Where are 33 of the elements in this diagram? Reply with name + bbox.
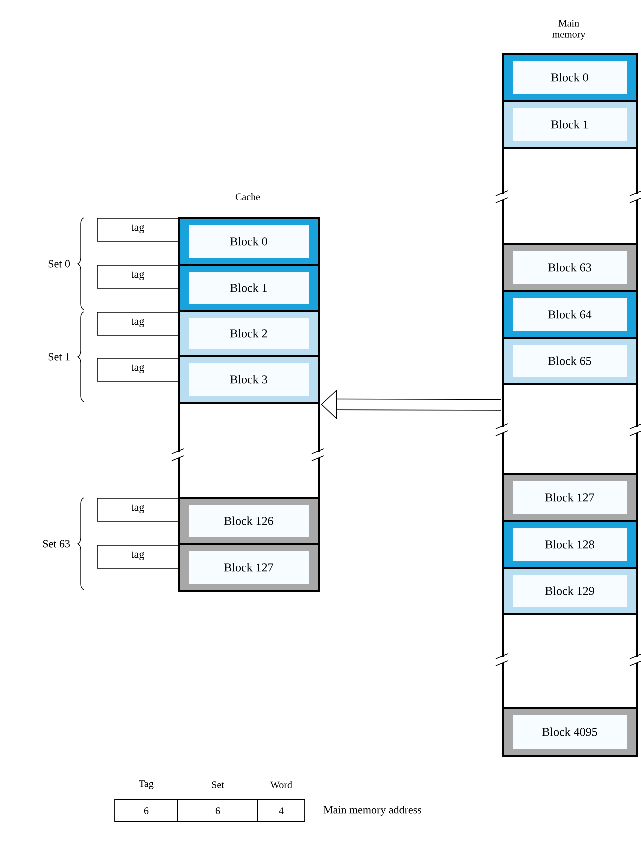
- set-label: Set 1: [48, 353, 70, 361]
- memory-block: Block 2: [178, 310, 320, 357]
- memory-block: Block 128: [502, 520, 638, 569]
- field-heading: Tag: [139, 780, 154, 790]
- table-cell: 4: [258, 800, 306, 822]
- memory-block: Block 3: [178, 355, 320, 404]
- memory-block: Block 64: [502, 290, 638, 339]
- memory-block: Block 1: [178, 264, 320, 312]
- memory-block: Block 1: [502, 100, 638, 149]
- tag-box: tag: [97, 218, 179, 242]
- tag-box: tag: [97, 358, 179, 382]
- table-cell: 6: [114, 800, 178, 822]
- address-caption: Main memory address: [324, 806, 422, 816]
- memory-block: Block 129: [502, 567, 638, 615]
- memory-block: Block 126: [178, 497, 320, 545]
- field-heading: Set: [212, 782, 224, 788]
- tag-box: tag: [97, 312, 179, 336]
- set-label: Set 0: [48, 260, 70, 268]
- column-heading: Main memory: [552, 20, 586, 40]
- memory-block: Block 4095: [502, 707, 638, 757]
- column-heading: Cache: [236, 193, 260, 201]
- tag-box: tag: [97, 545, 179, 569]
- memory-block: Block 127: [178, 543, 320, 592]
- set-label: Set 63: [43, 540, 70, 548]
- memory-block: Block 65: [502, 337, 638, 385]
- tag-box: tag: [97, 265, 179, 289]
- field-heading: Word: [270, 781, 292, 789]
- memory-block: Block 0: [178, 217, 320, 266]
- table-cell: 6: [178, 800, 258, 822]
- memory-block: Block 0: [502, 53, 638, 102]
- tag-box: tag: [97, 498, 179, 522]
- memory-block: Block 127: [502, 473, 638, 522]
- memory-block: Block 63: [502, 243, 638, 292]
